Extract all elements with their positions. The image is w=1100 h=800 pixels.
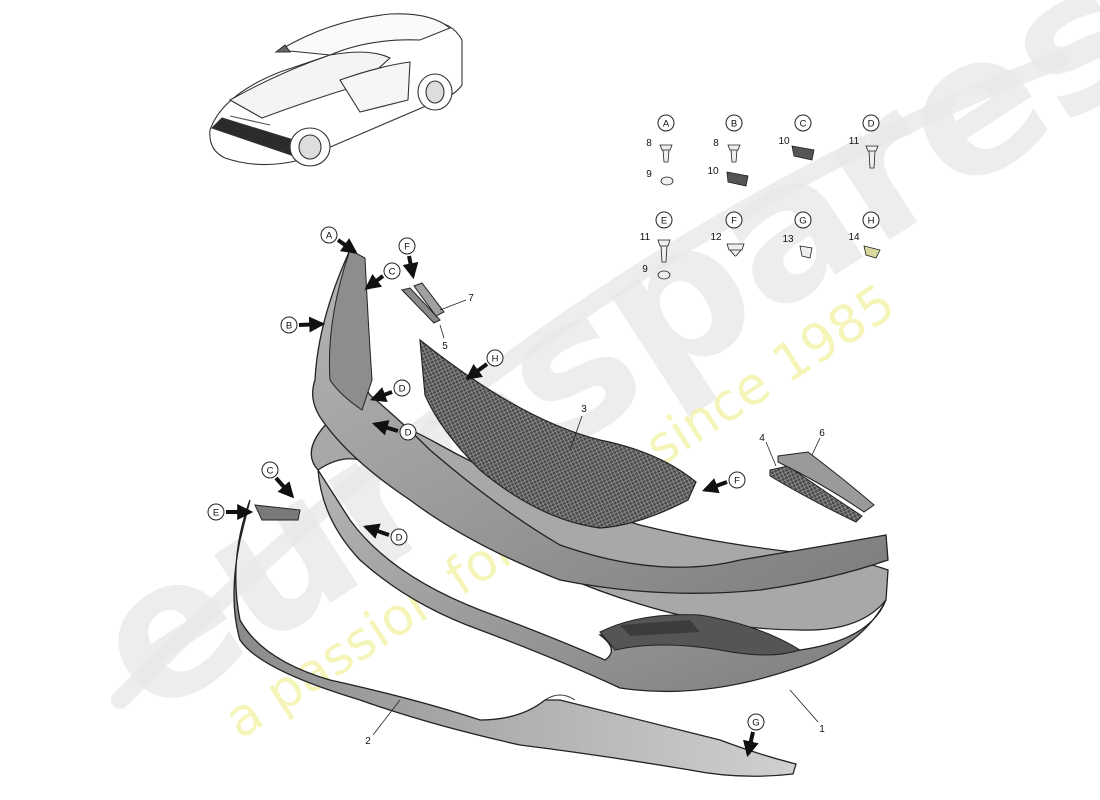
legend-item-c: C 10: [778, 114, 815, 161]
legend-letter: F: [731, 216, 737, 227]
callout-c: C: [364, 262, 401, 290]
legend-letter: G: [799, 216, 806, 227]
legend-number: 9: [642, 264, 648, 275]
callout-d-3: D: [362, 523, 408, 546]
part-label-2: 2: [365, 699, 401, 747]
callout-c-lower: C: [261, 461, 295, 499]
legend-item-f: F 12: [710, 211, 745, 257]
callouts: A C F B D D H: [207, 226, 765, 758]
callout-d-2: D: [371, 420, 417, 441]
callout-f-top: F: [398, 237, 419, 280]
legend-number: 8: [646, 138, 652, 149]
part-label-7: 7: [439, 293, 474, 311]
legend-item-b: B 8 10: [707, 114, 749, 187]
part-label-4: 4: [759, 433, 777, 467]
legend-item-e: E 11 9: [640, 211, 673, 280]
callout-g: G: [743, 713, 765, 758]
legend-number: 10: [778, 136, 790, 147]
watermark-brand: eurospares: [54, 0, 1100, 758]
legend-number: 10: [707, 166, 719, 177]
legend-letter: C: [800, 119, 807, 130]
legend-number: 9: [646, 169, 652, 180]
legend-number: 11: [849, 136, 860, 147]
side-grille-strip: [769, 465, 863, 523]
svg-text:C: C: [389, 267, 396, 278]
legend-number: 8: [713, 138, 719, 149]
legend-item-d: D 11: [849, 114, 880, 169]
legend-letter: A: [663, 119, 670, 130]
svg-text:7: 7: [468, 293, 474, 304]
legend-item-a: A 8 9: [646, 114, 675, 186]
legend-item-h: H 14: [848, 211, 881, 259]
part-number-labels: 1 2 3 4 5 6 7: [365, 293, 825, 747]
part-label-6: 6: [811, 428, 825, 456]
callout-f-right: F: [701, 471, 746, 494]
svg-text:3: 3: [581, 404, 587, 415]
svg-text:D: D: [396, 533, 403, 544]
callout-d-1: D: [369, 379, 411, 403]
small-strip: [401, 287, 441, 324]
legend-letter: D: [868, 119, 875, 130]
legend-number: 11: [640, 232, 651, 243]
legend-number: 14: [848, 232, 860, 243]
callout-a: A: [320, 226, 358, 254]
svg-text:5: 5: [442, 341, 448, 352]
callout-b: B: [280, 316, 326, 334]
legend-letter: H: [868, 216, 875, 227]
svg-text:2: 2: [365, 736, 371, 747]
svg-text:D: D: [399, 384, 406, 395]
part-label-3: 3: [569, 404, 587, 451]
part-label-5: 5: [439, 324, 448, 352]
svg-text:F: F: [734, 476, 740, 487]
small-clip-strip: [413, 282, 445, 317]
car-overview-icon: [209, 13, 463, 167]
legend-item-g: G 13: [782, 211, 813, 259]
svg-text:H: H: [492, 354, 499, 365]
svg-text:A: A: [326, 231, 333, 242]
legend-letter: B: [731, 119, 737, 130]
fastener-legend: A 8 9 B 8 10 C 10 D 11: [640, 114, 881, 280]
svg-text:E: E: [213, 508, 219, 519]
svg-text:C: C: [267, 466, 274, 477]
svg-text:F: F: [404, 242, 410, 253]
legend-number: 13: [782, 234, 794, 245]
callout-h: H: [465, 349, 504, 380]
svg-text:1: 1: [819, 724, 825, 735]
svg-text:G: G: [752, 718, 759, 729]
svg-text:B: B: [286, 321, 292, 332]
part-label-1: 1: [789, 689, 825, 735]
mesh-grille: [419, 338, 697, 529]
legend-letter: E: [661, 216, 667, 227]
front-splitter: [233, 499, 797, 777]
bumper-upper-section: [312, 249, 889, 594]
svg-text:6: 6: [819, 428, 825, 439]
svg-text:4: 4: [759, 433, 765, 444]
svg-text:D: D: [405, 428, 412, 439]
callout-e: E: [207, 503, 254, 521]
watermark: eurospares a passion for parts since 198…: [54, 0, 1100, 758]
legend-number: 12: [710, 232, 722, 243]
side-trim-strip: [777, 451, 875, 513]
